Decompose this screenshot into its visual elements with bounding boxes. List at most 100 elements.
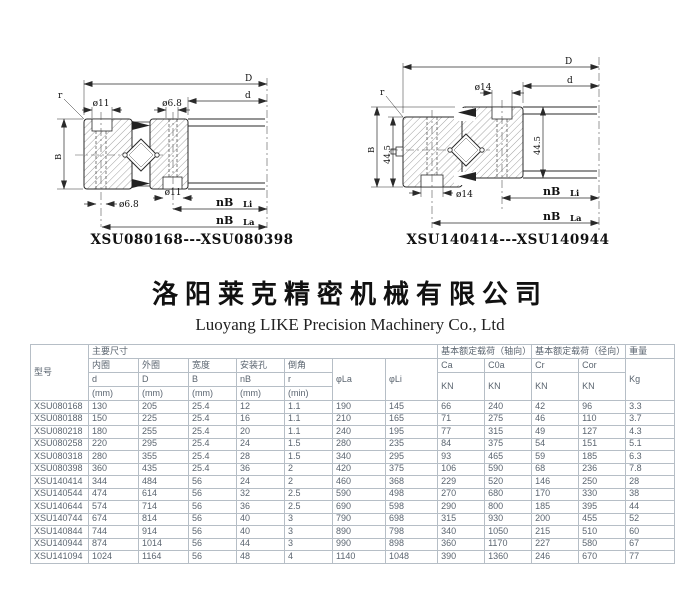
header-chamfer: 倒角 — [284, 358, 333, 373]
dim-label-B: B — [54, 154, 64, 160]
value-cell: 185 — [531, 500, 580, 514]
value-cell: 25.4 — [188, 425, 237, 439]
value-cell: 6.3 — [625, 450, 676, 464]
value-cell: 56 — [188, 550, 237, 564]
value-cell: 898 — [384, 537, 439, 551]
header-sym-D: D — [138, 372, 189, 387]
value-cell: 127 — [578, 425, 627, 439]
value-cell: 270 — [437, 487, 486, 501]
value-cell: 215 — [531, 525, 580, 539]
value-cell: 340 — [332, 450, 386, 464]
header-sym-nB: nB — [236, 372, 285, 387]
value-cell: 59 — [531, 450, 580, 464]
value-cell: 84 — [437, 437, 486, 451]
value-cell: 170 — [531, 487, 580, 501]
value-cell: 229 — [437, 475, 486, 489]
seal-flag-icon — [458, 172, 476, 181]
value-cell: 1.1 — [284, 425, 333, 439]
dim-label-bore: ø6.8 — [119, 200, 139, 210]
header-main-dims: 主要尺寸 — [87, 344, 439, 359]
value-cell: 355 — [138, 450, 189, 464]
header-unit-KN: KN — [531, 372, 580, 401]
dim-label-D: D — [565, 57, 572, 67]
value-cell: 614 — [138, 487, 189, 501]
header-C0a: C0a — [484, 358, 533, 373]
value-cell: 290 — [437, 500, 486, 514]
value-cell: 315 — [437, 512, 486, 526]
value-cell: 798 — [384, 525, 439, 539]
value-cell: 275 — [484, 412, 533, 426]
value-cell: 96 — [578, 400, 627, 414]
dim-label-bore: ø6.8 — [162, 99, 182, 109]
model-cell: XSU140844 — [30, 525, 89, 539]
header-Cor: Cor — [578, 358, 627, 373]
model-cell: XSU140544 — [30, 487, 89, 501]
value-cell: 1050 — [484, 525, 533, 539]
value-cell: 1048 — [384, 550, 439, 564]
value-cell: 44 — [625, 500, 676, 514]
value-cell: 375 — [384, 462, 439, 476]
dimension-lines — [57, 80, 268, 230]
value-cell: 42 — [531, 400, 580, 414]
value-cell: 3.3 — [625, 400, 676, 414]
value-cell: 195 — [384, 425, 439, 439]
value-cell: 66 — [437, 400, 486, 414]
value-cell: 54 — [531, 437, 580, 451]
value-cell: 3 — [284, 537, 333, 551]
value-cell: 435 — [138, 462, 189, 476]
value-cell: 1140 — [332, 550, 386, 564]
header-width: 宽度 — [188, 358, 237, 373]
value-cell: 150 — [88, 412, 139, 426]
value-cell: 56 — [188, 537, 237, 551]
value-cell: 225 — [138, 412, 189, 426]
value-cell: 2.5 — [284, 487, 333, 501]
value-cell: 390 — [437, 550, 486, 564]
value-cell: 165 — [384, 412, 439, 426]
model-cell: XSU080188 — [30, 412, 89, 426]
value-cell: 340 — [437, 525, 486, 539]
value-cell: 151 — [578, 437, 627, 451]
value-cell: 49 — [531, 425, 580, 439]
model-cell: XSU140744 — [30, 512, 89, 526]
value-cell: 16 — [236, 412, 285, 426]
header-Kg: Kg — [625, 358, 676, 401]
value-cell: 990 — [332, 537, 386, 551]
dimension-lines — [371, 63, 600, 226]
value-cell: 200 — [531, 512, 580, 526]
value-cell: 32 — [236, 487, 285, 501]
value-cell: 1.5 — [284, 437, 333, 451]
value-cell: 3 — [284, 512, 333, 526]
value-cell: 40 — [236, 512, 285, 526]
header-phiLi: φLi — [384, 358, 439, 401]
dim-label-La: La — [570, 214, 582, 224]
value-cell: 56 — [188, 525, 237, 539]
value-cell: 240 — [332, 425, 386, 439]
value-cell: 498 — [384, 487, 439, 501]
value-cell: 2 — [284, 462, 333, 476]
header-mount-hole: 安装孔 — [236, 358, 285, 373]
drawing-caption: XSU080168---XSU080398 — [90, 232, 293, 248]
dim-label-d: d — [245, 91, 251, 101]
value-cell: 670 — [578, 550, 627, 564]
dim-label-r: r — [58, 91, 63, 101]
drawing-caption: XSU140414---XSU140944 — [406, 232, 609, 248]
value-cell: 67 — [625, 537, 676, 551]
header-unit-min: (min) — [284, 386, 333, 401]
value-cell: 360 — [437, 537, 486, 551]
value-cell: 375 — [484, 437, 533, 451]
value-cell: 1014 — [138, 537, 189, 551]
header-sym-B: B — [188, 372, 237, 387]
value-cell: 315 — [484, 425, 533, 439]
seal-flag-icon — [132, 179, 150, 188]
header-phiLa: φLa — [332, 358, 386, 401]
value-cell: 24 — [236, 475, 285, 489]
value-cell: 236 — [578, 462, 627, 476]
dim-label-Li: Li — [243, 200, 253, 210]
